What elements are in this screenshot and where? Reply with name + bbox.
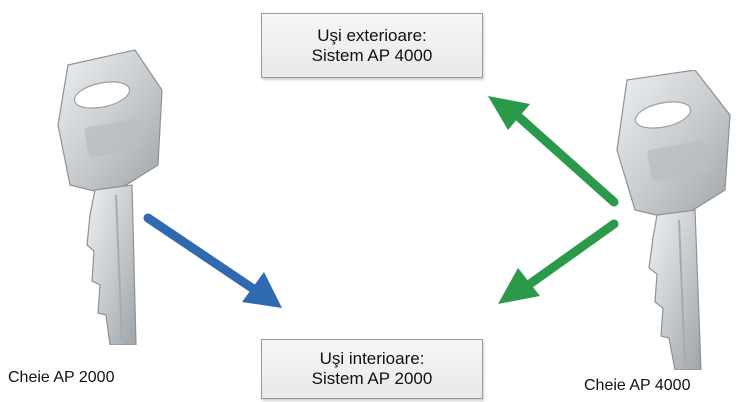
interior-doors-system: Sistem AP 2000	[311, 369, 433, 388]
left-key-icon	[57, 49, 163, 345]
interior-doors-box: Uşi interioare: Sistem AP 2000	[261, 339, 483, 399]
green-arrow-up-icon	[488, 96, 619, 207]
right-key-icon	[616, 70, 731, 370]
interior-doors-title: Uşi interioare:	[319, 349, 425, 368]
green-arrow-down-icon	[498, 219, 619, 304]
exterior-doors-title: Uşi exterioare:	[317, 25, 427, 45]
exterior-doors-system: Sistem AP 4000	[311, 45, 433, 65]
left-key-caption: Cheie AP 2000	[8, 369, 115, 386]
right-key-caption: Cheie AP 4000	[584, 377, 691, 394]
exterior-doors-box: Uşi exterioare: Sistem AP 4000	[261, 13, 483, 78]
